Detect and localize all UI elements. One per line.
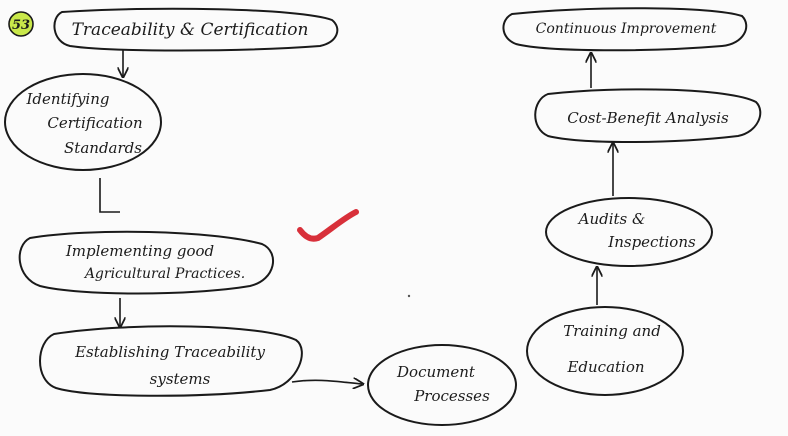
node-label-line-2: Processes	[413, 387, 490, 405]
node-label-line-1: Traceability & Certification	[72, 20, 309, 40]
node-cost-benefit: Cost-Benefit Analysis	[534, 88, 762, 143]
node-label-line-1: Identifying	[26, 90, 110, 108]
node-label-line-2: Education	[566, 358, 644, 376]
node-shape	[545, 197, 713, 267]
node-label-line-2: Certification	[47, 114, 142, 132]
node-label-line-1: Audits &	[577, 210, 646, 228]
node-document-processes: Document Processes	[367, 344, 517, 426]
node-label-line-2: Agricultural Practices.	[83, 266, 245, 282]
node-label-line-1: Continuous Improvement	[536, 21, 717, 37]
node-label-line-2: systems	[150, 370, 211, 388]
question-number-badge: 53	[8, 11, 34, 37]
stray-dot	[407, 294, 411, 298]
node-label-line-1: Training and	[563, 322, 661, 340]
node-label-line-1: Cost-Benefit Analysis	[567, 109, 729, 127]
node-implementing-gap: Implementing good Agricultural Practices…	[18, 230, 274, 295]
node-label-line-1: Document	[396, 363, 476, 381]
question-number: 53	[12, 18, 30, 33]
node-shape	[39, 325, 303, 397]
node-establishing-traceability: Establishing Traceability systems	[39, 325, 303, 397]
check-mark-icon	[297, 209, 359, 242]
node-shape	[502, 7, 748, 52]
node-shape	[18, 230, 274, 295]
node-identifying-standards: Identifying Certification Standards	[4, 73, 162, 171]
arrow-identifying-to-implementing	[99, 178, 120, 213]
node-shape	[526, 306, 684, 396]
node-continuous-improvement: Continuous Improvement	[502, 7, 748, 52]
node-traceability-certification: Traceability & Certification	[53, 7, 339, 52]
node-label-line-1: Implementing good	[65, 242, 214, 260]
node-label-line-2: Inspections	[607, 233, 696, 251]
node-shape	[534, 88, 762, 143]
node-shape	[4, 73, 162, 171]
arrow-establishing-to-document	[291, 380, 362, 384]
node-shape	[53, 7, 339, 52]
node-audits-inspections: Audits & Inspections	[545, 197, 713, 267]
node-label-line-3: Standards	[64, 139, 142, 157]
node-shape	[367, 344, 517, 426]
node-label-line-1: Establishing Traceability	[74, 343, 265, 361]
badge-circle	[8, 11, 34, 37]
node-training-education: Training and Education	[526, 306, 684, 396]
